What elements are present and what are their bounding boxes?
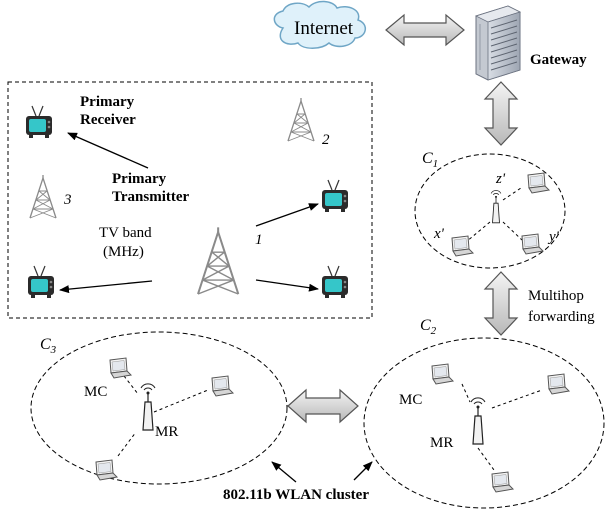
primary-receiver-label-2: Receiver: [80, 112, 136, 128]
laptop-icon: [547, 373, 570, 395]
primary-transmitter-label-1: Primary: [112, 171, 167, 187]
c3-mr-label: MR: [155, 424, 179, 440]
c1-c2-multihop-link: [483, 271, 519, 336]
tower-number-3: 3: [64, 192, 72, 208]
transmitter-arrow: [67, 132, 149, 169]
cluster-c2-links: [461, 383, 543, 471]
mesh-router-icon: [140, 383, 156, 431]
multihop-label-1: Multihop: [528, 288, 584, 304]
tower-icon: [29, 174, 57, 219]
cluster-c2-boundary: [363, 337, 605, 509]
mesh-router-icon: [470, 397, 486, 445]
primary-receiver-label-1: Primary: [80, 94, 135, 110]
transmitter-arrow: [59, 280, 153, 294]
c3-mc-label: MC: [84, 384, 108, 400]
multihop-label-2: forwarding: [528, 309, 595, 325]
gateway-server-icon: [474, 5, 522, 81]
mesh-router-icon: [490, 190, 502, 224]
cluster-c3-boundary: [30, 331, 288, 485]
tower-icon: [196, 226, 240, 296]
laptop-icon: [527, 172, 550, 194]
gateway-c1-link: [483, 81, 519, 146]
laptop-icon: [109, 357, 132, 379]
tower-number-1: 1: [255, 232, 263, 248]
laptop-icon: [431, 363, 454, 385]
cluster-c3-label: C3: [40, 336, 57, 357]
tv-receiver-icon: [321, 179, 349, 213]
tv-receiver-icon: [27, 265, 55, 299]
laptop-icon: [211, 375, 234, 397]
transmitter-arrow: [255, 279, 319, 292]
caption-arrow: [353, 461, 373, 481]
laptop-icon: [521, 233, 544, 255]
internet-cloud: [273, 0, 366, 49]
node-z-label: z': [496, 171, 506, 187]
c3-c2-link: [287, 388, 359, 424]
primary-transmitter-label-2: Transmitter: [112, 189, 190, 205]
cluster-c3-links: [117, 375, 209, 457]
cluster-c2-label: C2: [420, 317, 437, 338]
internet-gateway-link: [385, 13, 465, 47]
node-y-label: y': [549, 229, 559, 245]
c2-mr-label: MR: [430, 435, 454, 451]
cluster-c1-label: C1: [422, 150, 439, 171]
tv-band-label-2: (MHz): [103, 244, 144, 260]
tv-receiver-icon: [25, 105, 53, 139]
gateway-label: Gateway: [530, 52, 587, 68]
tower-icon: [287, 97, 315, 142]
cluster-c1-boundary: [414, 153, 566, 269]
tower-number-2: 2: [322, 132, 330, 148]
transmitter-arrow: [255, 203, 319, 227]
c2-mc-label: MC: [399, 392, 423, 408]
tv-band-label-1: TV band: [99, 225, 152, 241]
cluster-c1-links: [465, 187, 523, 243]
node-x-label: x': [434, 226, 444, 242]
internet-label: Internet: [294, 18, 354, 39]
laptop-icon: [95, 459, 118, 481]
tv-receiver-icon: [321, 265, 349, 299]
wlan-cluster-caption: 802.11b WLAN cluster: [223, 487, 369, 503]
laptop-icon: [491, 471, 514, 493]
primary-network-box: [7, 81, 373, 319]
caption-arrow: [271, 461, 297, 483]
